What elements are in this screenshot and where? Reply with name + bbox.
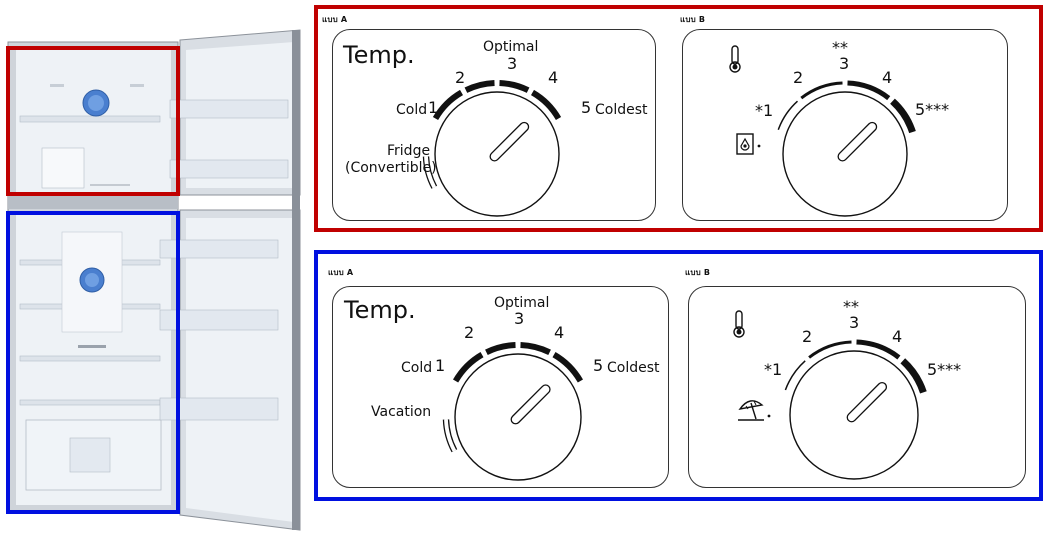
temp-dial-panel-a: Temp. Optimal 3 2 4 Cold 1 5 Coldest Fri… <box>332 29 656 221</box>
fridge-mode-label: Fridge <box>387 143 431 159</box>
setting-5-label: 5*** <box>915 100 950 119</box>
temp-dial-panel-b: ** 3 2 4 *1 5*** <box>682 29 1008 221</box>
fridge-illustration <box>7 29 301 531</box>
dial-knob-icon[interactable] <box>333 30 657 222</box>
dial-scale-segment-4 <box>552 352 583 383</box>
setting-5-label: 5 <box>593 356 604 375</box>
coldest-label: Coldest <box>607 360 660 376</box>
setting-2-label: 2 <box>464 323 475 342</box>
dial-scale-white-segment <box>424 156 437 189</box>
panel-a-tag: แบบ A <box>328 268 354 277</box>
dial-scale-segment-3 <box>856 339 901 360</box>
dial-scale-segment-3 <box>847 80 891 101</box>
ice-tray-icon <box>736 133 761 155</box>
panel-a-tag: แบบ A <box>322 15 348 24</box>
dial-scale-segment-4 <box>890 98 916 134</box>
convertible-label: (Convertible) <box>345 160 437 176</box>
cold-label: Cold <box>401 360 433 376</box>
cold-label: Cold <box>396 102 428 118</box>
dial-knob-icon[interactable] <box>333 287 670 489</box>
dial-scale-segment-1 <box>453 352 484 383</box>
thermometer-icon <box>733 310 745 338</box>
setting-3-stars-label: ** <box>832 38 848 57</box>
dial-scale-segment-1 <box>432 89 464 121</box>
setting-3-label: 3 <box>507 54 518 73</box>
optimal-label: Optimal <box>494 295 550 311</box>
setting-2-label: 2 <box>793 68 804 87</box>
vacation-label: Vacation <box>371 404 432 420</box>
dial-scale-segment-4 <box>530 89 562 121</box>
setting-5-label: 5*** <box>927 360 962 379</box>
top-dial-group: แบบ A Temp. Optimal 3 2 4 Cold 1 5 Colde… <box>314 5 1043 232</box>
dial-scale-segment-4 <box>900 358 927 394</box>
setting-4-label: 4 <box>554 323 565 342</box>
panel-b-tag: แบบ B <box>685 268 711 277</box>
dial-scale-segment-2 <box>464 80 495 93</box>
dial-indicator-slot <box>490 123 528 161</box>
setting-3-label: 3 <box>849 313 860 332</box>
temp-title: Temp. <box>343 41 415 69</box>
coldest-label: Coldest <box>595 102 648 118</box>
setting-4-label: 4 <box>548 68 559 87</box>
setting-1-label: 1 <box>428 98 439 117</box>
dial-scale-segment-3 <box>520 342 551 356</box>
panel-b-tag: แบบ B <box>680 15 706 24</box>
setting-1-label: 1 <box>435 356 446 375</box>
temp-dial-panel-b: ** 3 2 4 *1 5*** <box>688 286 1026 488</box>
dial-scale-segment-1 <box>784 360 806 391</box>
bottom-dial-group: แบบ A Temp. Optimal 3 2 4 Cold 1 5 Colde… <box>314 250 1043 501</box>
setting-4-label: 4 <box>892 327 903 346</box>
dial-knob-icon[interactable] <box>689 287 1027 489</box>
setting-2-label: 2 <box>455 68 466 87</box>
fridge-highlight-box <box>6 211 180 514</box>
setting-3-stars-label: ** <box>843 297 859 316</box>
thermometer-icon <box>729 45 741 73</box>
vacation-umbrella-icon <box>738 400 771 421</box>
setting-3-label: 3 <box>514 309 525 328</box>
dial-knob-icon[interactable] <box>683 30 1009 222</box>
setting-5-label: 5 <box>581 98 592 117</box>
temp-dial-panel-a: Temp. Optimal 3 2 4 Cold 1 5 Coldest Vac… <box>332 286 669 488</box>
dial-indicator-slot <box>838 123 876 161</box>
freezer-highlight-box <box>6 46 180 196</box>
dial-scale-segment-2 <box>808 340 852 359</box>
setting-1-label: *1 <box>755 101 774 120</box>
setting-1-label: *1 <box>764 360 783 379</box>
dial-scale-segment-2 <box>485 342 516 356</box>
dial-scale-white-segment <box>444 419 457 452</box>
dial-scale-segment-3 <box>499 80 530 93</box>
optimal-label: Optimal <box>483 39 539 55</box>
dial-scale-segment-1 <box>777 100 799 130</box>
temp-title: Temp. <box>344 296 416 324</box>
setting-3-label: 3 <box>839 54 850 73</box>
setting-2-label: 2 <box>802 327 813 346</box>
setting-4-label: 4 <box>882 68 893 87</box>
dial-scale-segment-2 <box>800 81 843 100</box>
dial-indicator-slot <box>511 385 550 424</box>
dial-indicator-slot <box>847 383 886 422</box>
